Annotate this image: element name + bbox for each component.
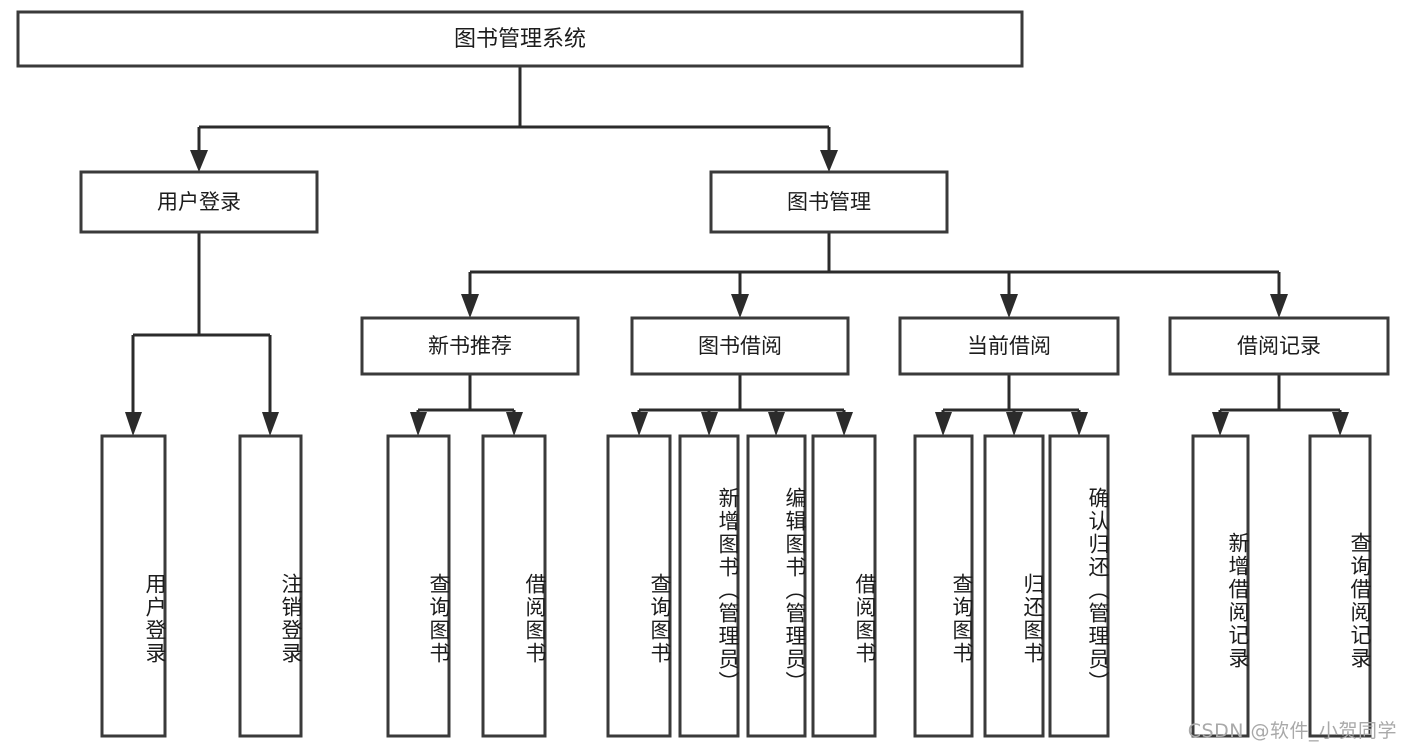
leaf-box-query-record[interactable] xyxy=(1308,434,1372,738)
arrow-book-borrow xyxy=(731,294,749,318)
arrow-leaf-borrow-book-1 xyxy=(506,412,523,436)
leaf-box-query-book-3[interactable] xyxy=(913,434,974,738)
node-book-borrow-box[interactable] xyxy=(630,316,850,376)
arrow-leaf-edit-book xyxy=(768,412,785,436)
leaf-box-logout-login[interactable] xyxy=(238,434,303,738)
arrow-leaf-query-book-3 xyxy=(935,412,952,436)
arrow-new-book-recommend xyxy=(461,294,479,318)
connector-book-manage-branch xyxy=(461,232,1288,318)
connector-current-borrow-branch xyxy=(935,374,1088,436)
leaf-box-query-book-1[interactable] xyxy=(386,434,451,738)
leaf-boxes xyxy=(100,434,1372,738)
node-current-borrow-box[interactable] xyxy=(898,316,1120,376)
arrow-user-login xyxy=(190,150,208,172)
node-book-borrow[interactable]: 图书借阅 xyxy=(630,316,850,376)
leaf-box-user-login[interactable] xyxy=(100,434,167,738)
node-book-manage-label: 图书管理 xyxy=(787,190,871,214)
connector-book-borrow-branch xyxy=(631,374,853,436)
node-borrow-record-box[interactable] xyxy=(1168,316,1390,376)
connector-root-to-level2 xyxy=(190,66,838,172)
leaf-box-return-book[interactable] xyxy=(983,434,1045,738)
connector-borrow-record-branch xyxy=(1212,374,1349,436)
leaf-box-add-book[interactable] xyxy=(678,434,740,738)
arrow-leaf-query-book-2 xyxy=(631,412,648,436)
leaf-box-add-record[interactable] xyxy=(1191,434,1250,738)
node-user-login-box[interactable] xyxy=(79,170,319,234)
arrow-leaf-borrow-book-2 xyxy=(836,412,853,436)
arrow-leaf-confirm-return xyxy=(1071,412,1088,436)
node-book-manage-box[interactable] xyxy=(709,170,949,234)
node-borrow-record[interactable]: 借阅记录 xyxy=(1168,316,1390,376)
node-borrow-record-label: 借阅记录 xyxy=(1237,334,1321,358)
csdn-watermark: CSDN @软件_小贺同学 xyxy=(1187,720,1397,742)
arrow-leaf-logout-login xyxy=(262,412,279,436)
node-book-borrow-label: 图书借阅 xyxy=(698,334,782,358)
node-root-box[interactable] xyxy=(16,10,1024,68)
connector-user-login-branch xyxy=(125,232,279,436)
connector-new-book-branch xyxy=(410,374,523,436)
arrow-leaf-query-record xyxy=(1332,412,1349,436)
node-new-book-recommend[interactable]: 新书推荐 xyxy=(360,316,580,376)
arrow-leaf-user-login xyxy=(125,412,142,436)
leaf-box-edit-book[interactable] xyxy=(746,434,807,738)
arrow-borrow-record xyxy=(1270,294,1288,318)
node-book-manage[interactable]: 图书管理 xyxy=(709,170,949,234)
leaf-box-confirm-return[interactable] xyxy=(1048,434,1110,738)
leaf-box-borrow-book-2[interactable] xyxy=(811,434,877,738)
arrow-leaf-add-record xyxy=(1212,412,1229,436)
node-current-borrow[interactable]: 当前借阅 xyxy=(898,316,1120,376)
node-new-book-recommend-label: 新书推荐 xyxy=(428,334,512,358)
node-user-login[interactable]: 用户登录 xyxy=(79,170,319,234)
arrow-book-manage xyxy=(820,150,838,172)
arrow-leaf-query-book-1 xyxy=(410,412,427,436)
arrow-current-borrow xyxy=(1000,294,1018,318)
arrow-leaf-add-book xyxy=(701,412,718,436)
node-new-book-recommend-box[interactable] xyxy=(360,316,580,376)
node-root-label: 图书管理系统 xyxy=(454,27,586,52)
node-user-login-label: 用户登录 xyxy=(157,190,241,214)
arrow-leaf-return-book xyxy=(1006,412,1023,436)
node-root[interactable]: 图书管理系统 xyxy=(16,10,1024,68)
leaf-box-query-book-2[interactable] xyxy=(606,434,672,738)
leaf-box-borrow-book-1[interactable] xyxy=(481,434,547,738)
node-current-borrow-label: 当前借阅 xyxy=(967,334,1051,358)
